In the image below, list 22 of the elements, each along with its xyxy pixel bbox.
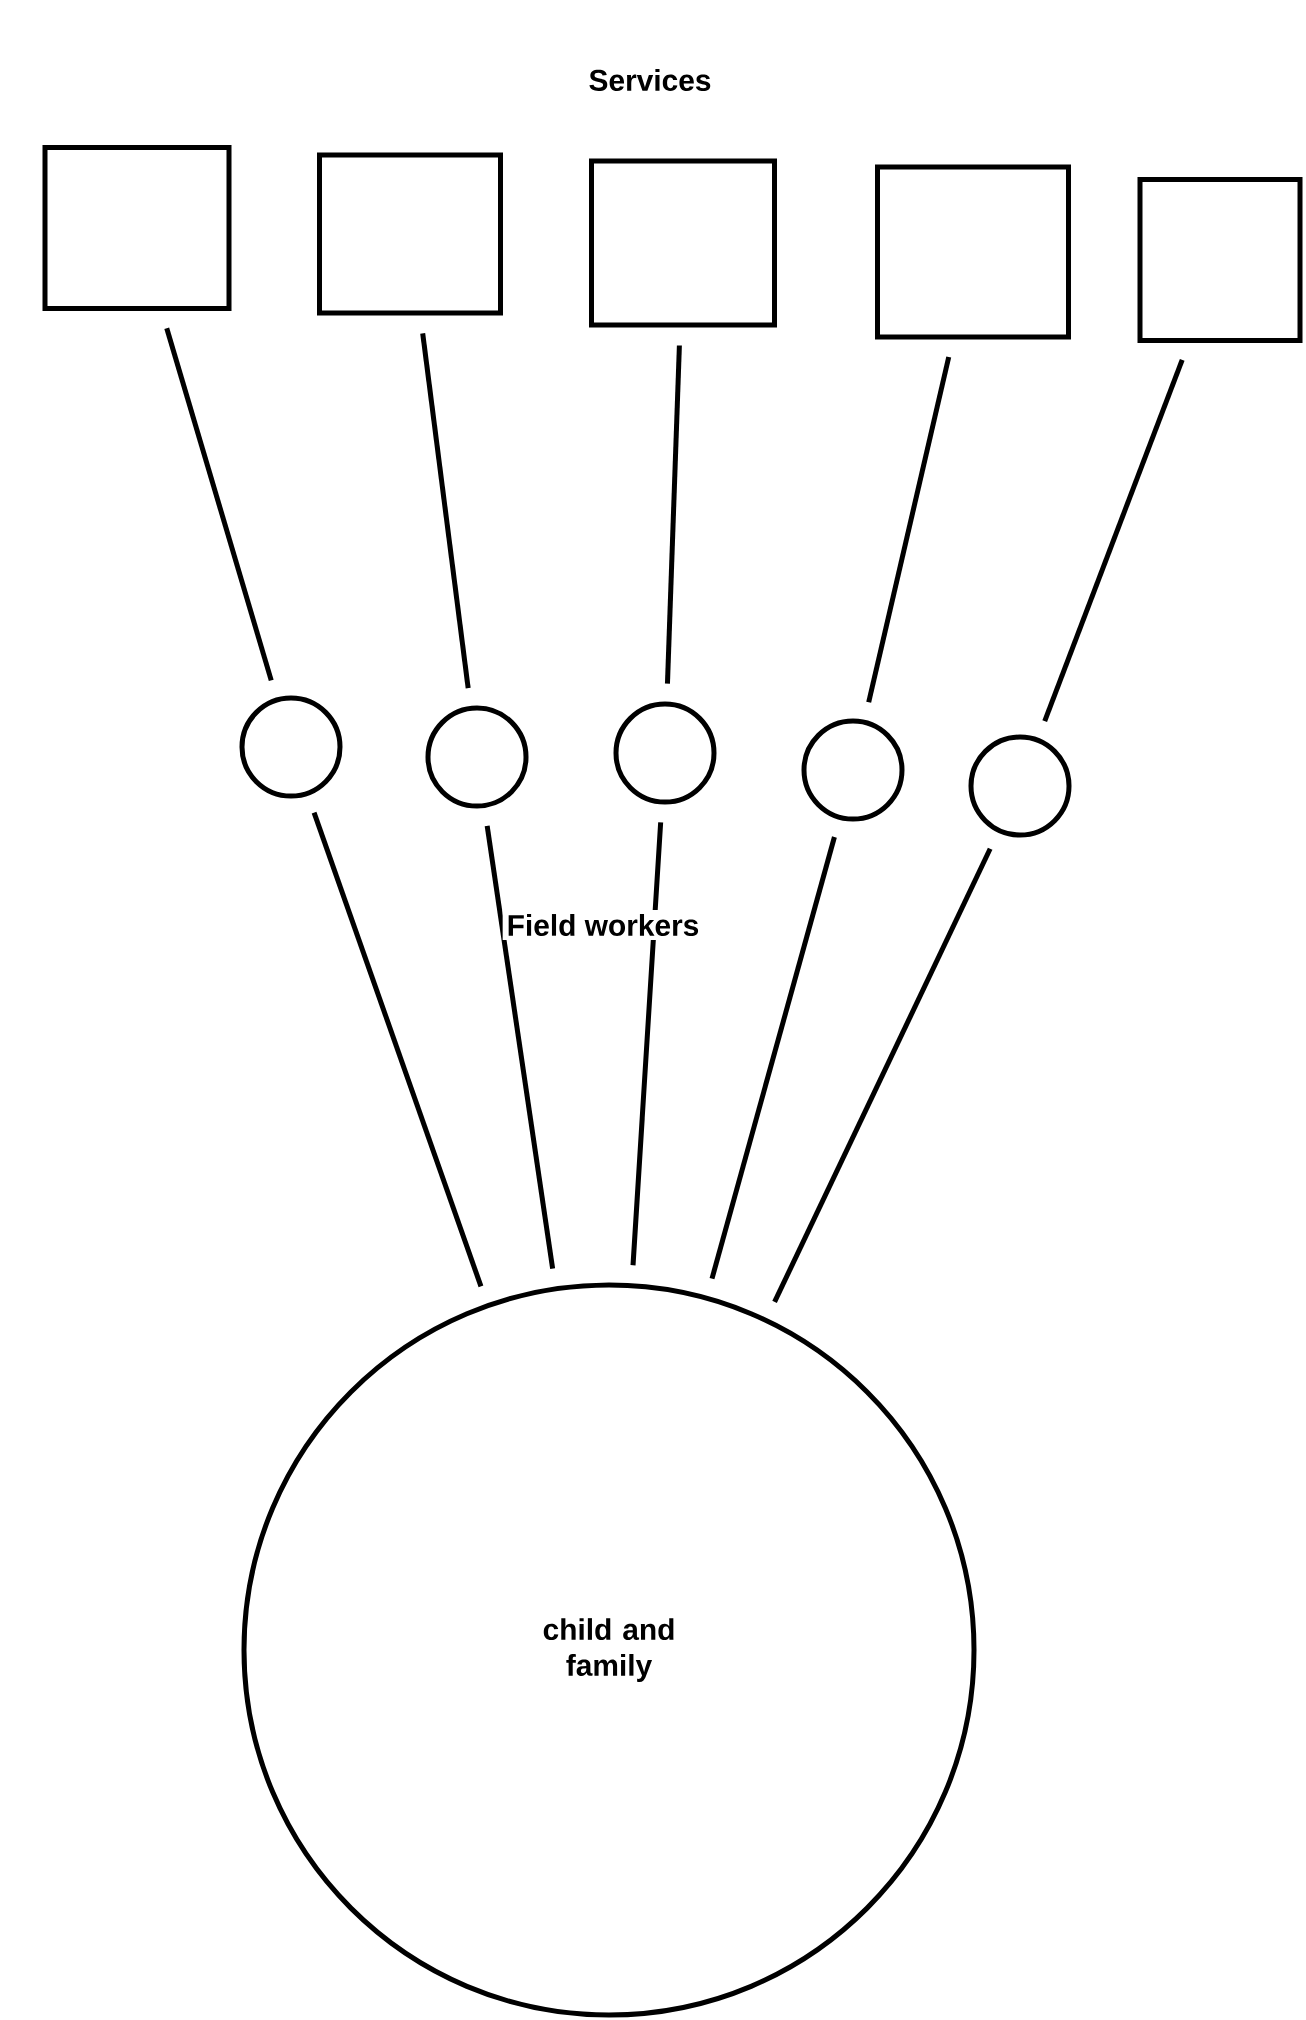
heading: Services [589, 69, 711, 91]
connector-line [420, 333, 471, 689]
connector-line [484, 825, 556, 1270]
connector-line [664, 345, 682, 684]
connector-line [630, 822, 664, 1266]
square-box [589, 158, 777, 328]
small-circle [425, 705, 529, 809]
square-box [1137, 177, 1303, 343]
connector-line [866, 356, 952, 703]
square-box [875, 164, 1071, 340]
connector-line [709, 836, 837, 1280]
connector-line [1042, 358, 1185, 722]
connector-line [164, 327, 274, 682]
connector-line [772, 847, 993, 1303]
square-box [317, 152, 503, 316]
small-circle [801, 718, 905, 822]
small-circle [239, 695, 343, 799]
square-box [42, 145, 232, 311]
connector-line [311, 811, 484, 1288]
group-label: Field workers [502, 910, 704, 940]
small-circle [613, 701, 717, 805]
small-circle [968, 734, 1072, 838]
